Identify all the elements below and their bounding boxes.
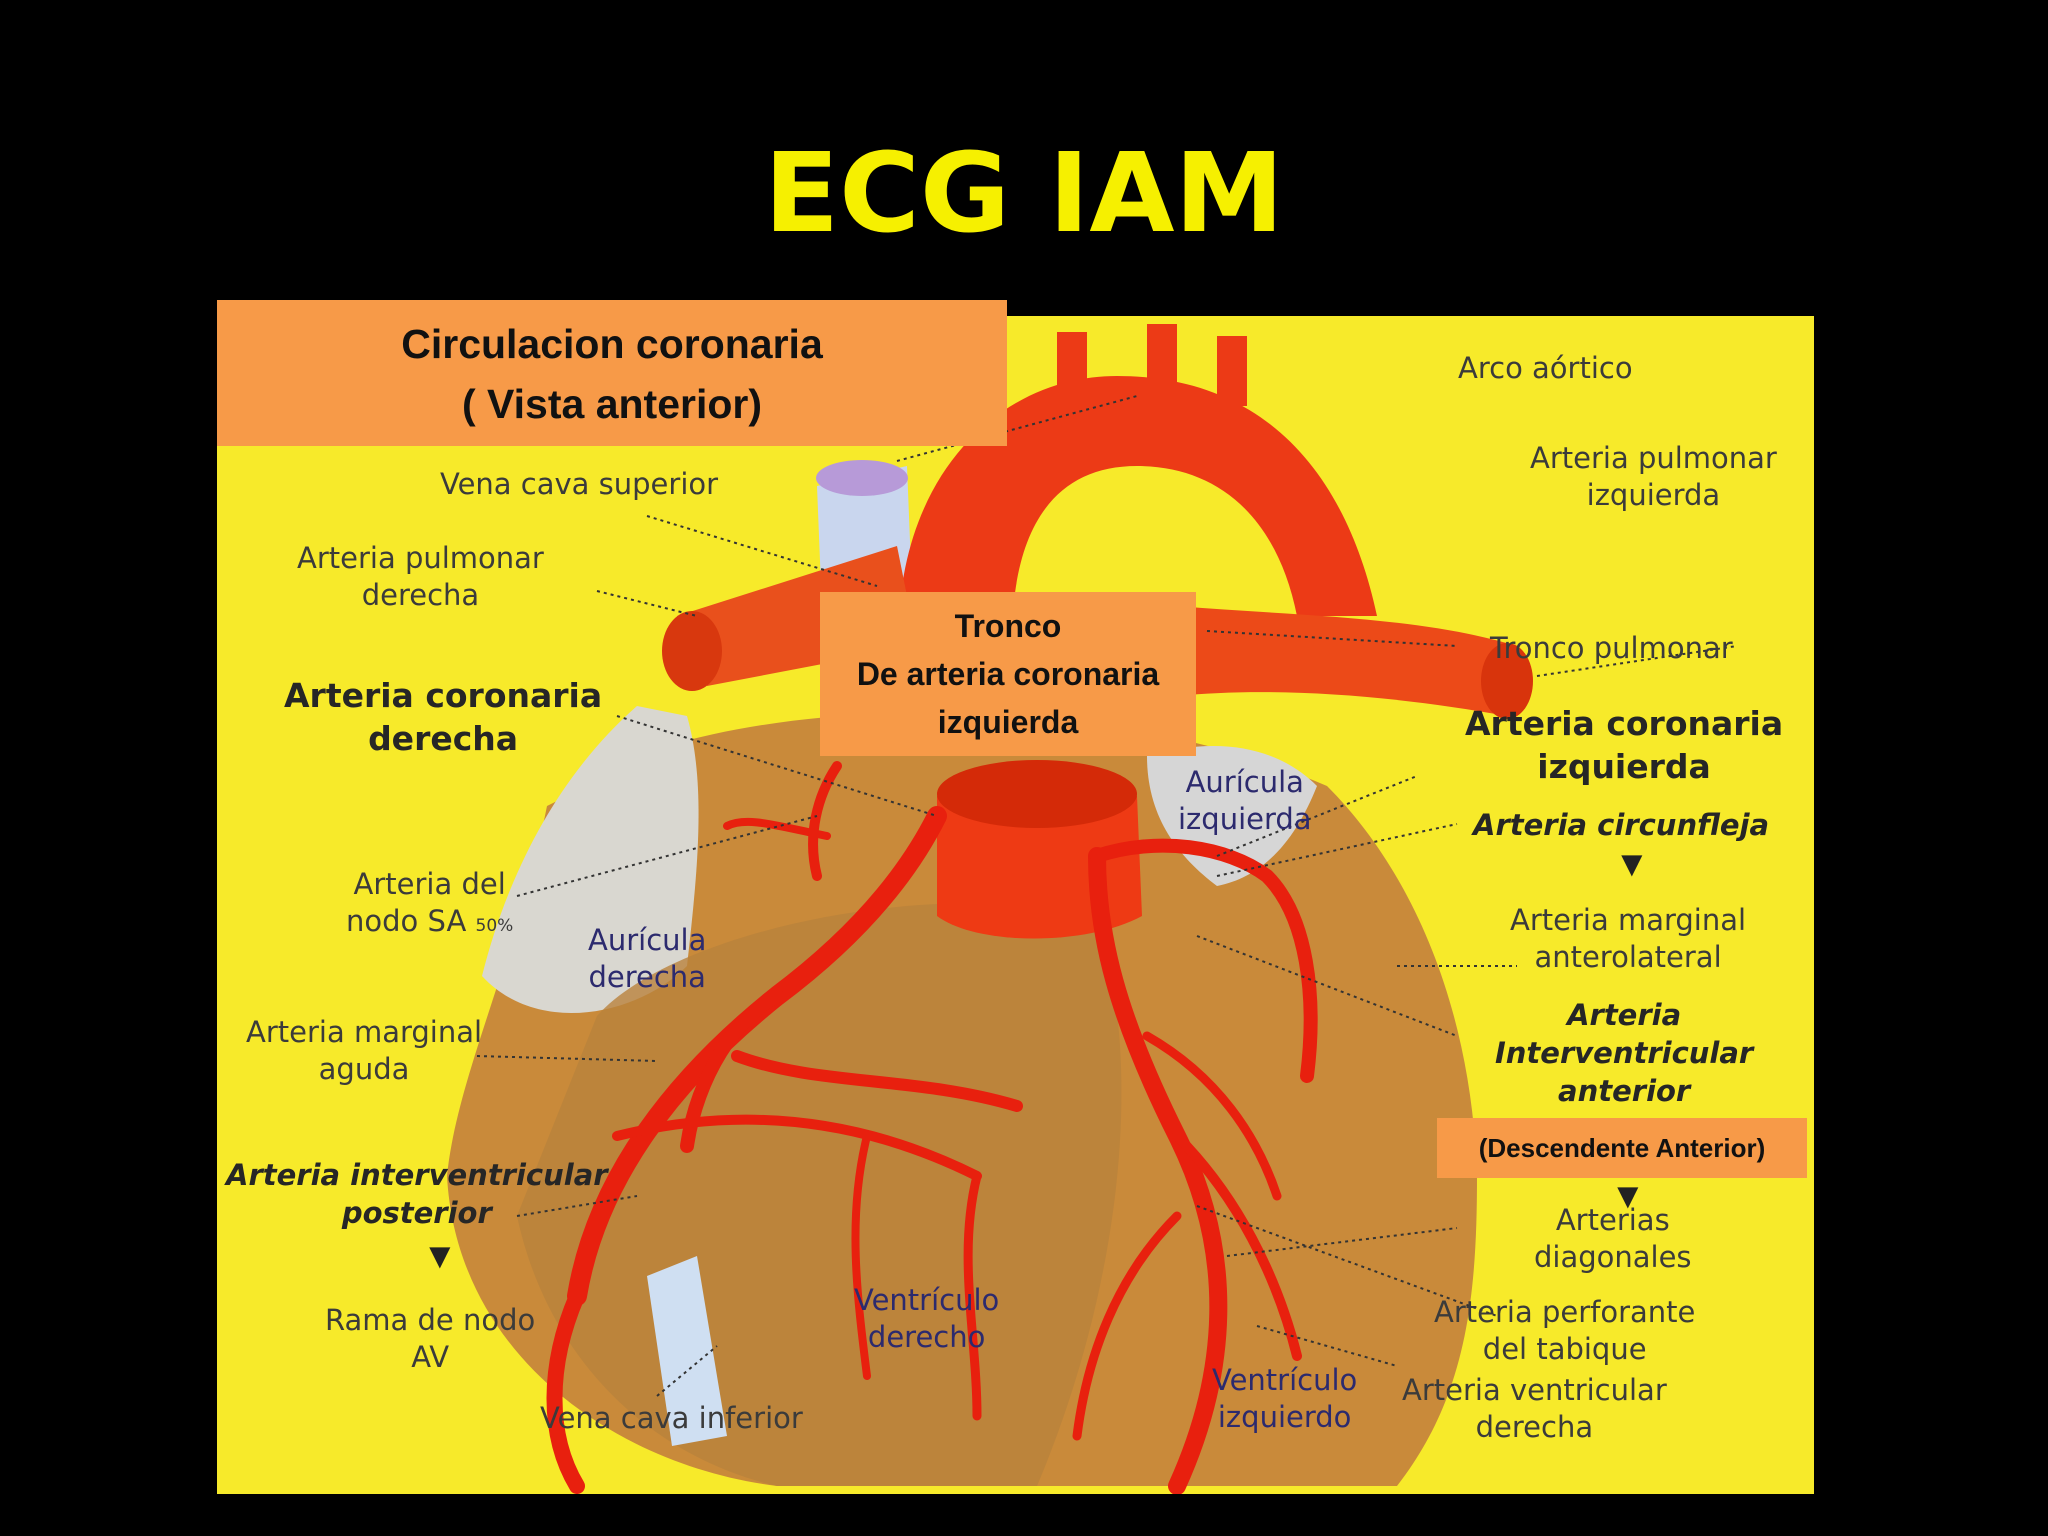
arrow-down-icon: ▼	[1610, 1175, 1646, 1216]
slide-title: ECG IAM	[764, 129, 1284, 257]
label-sa-node-artery: Arteria del nodo SA 50%	[346, 867, 514, 938]
heart-diagram-panel	[217, 316, 1814, 1494]
label-pulmonary-trunk: Tronco pulmonar	[1490, 631, 1733, 665]
arrow-down-icon: ▼	[1614, 843, 1650, 884]
left-main-trunk-box: Tronco De arteria coronaria izquierda	[820, 592, 1196, 756]
right-atrium	[482, 706, 699, 1014]
label-superior-vena-cava: Vena cava superior	[440, 467, 719, 501]
heart-illustration	[447, 324, 1738, 1494]
label-inferior-vena-cava: Vena cava inferior	[540, 1401, 803, 1435]
label-aortic-arch: Arco aórtico	[1458, 351, 1633, 385]
pulmonary-trunk	[1177, 606, 1517, 716]
sa-node-percentage: 50%	[475, 916, 514, 936]
inferior-vena-cava	[647, 1256, 727, 1446]
leader-lines	[476, 395, 1738, 1397]
label-circumflex-artery: Arteria circunfleja	[1473, 808, 1770, 842]
arrow-down-icon: ▼	[422, 1235, 458, 1276]
diagram-title-box: Circulacion coronaria ( Vista anterior)	[217, 300, 1007, 446]
descending-anterior-box: (Descendente Anterior)	[1437, 1118, 1807, 1178]
aortic-arch	[898, 376, 1377, 716]
